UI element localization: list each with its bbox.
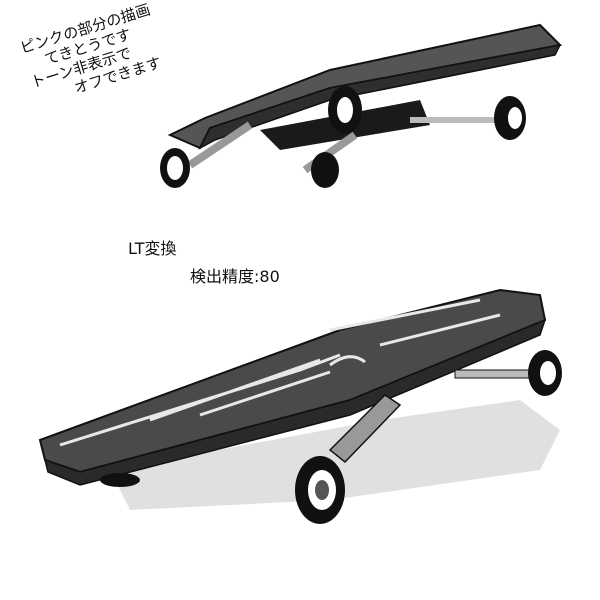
bottom-skateboard [38,288,562,524]
top-skateboard [160,23,563,188]
conversion-label: LT変換 [128,239,177,258]
accuracy-label: 検出精度:80 [190,267,280,286]
